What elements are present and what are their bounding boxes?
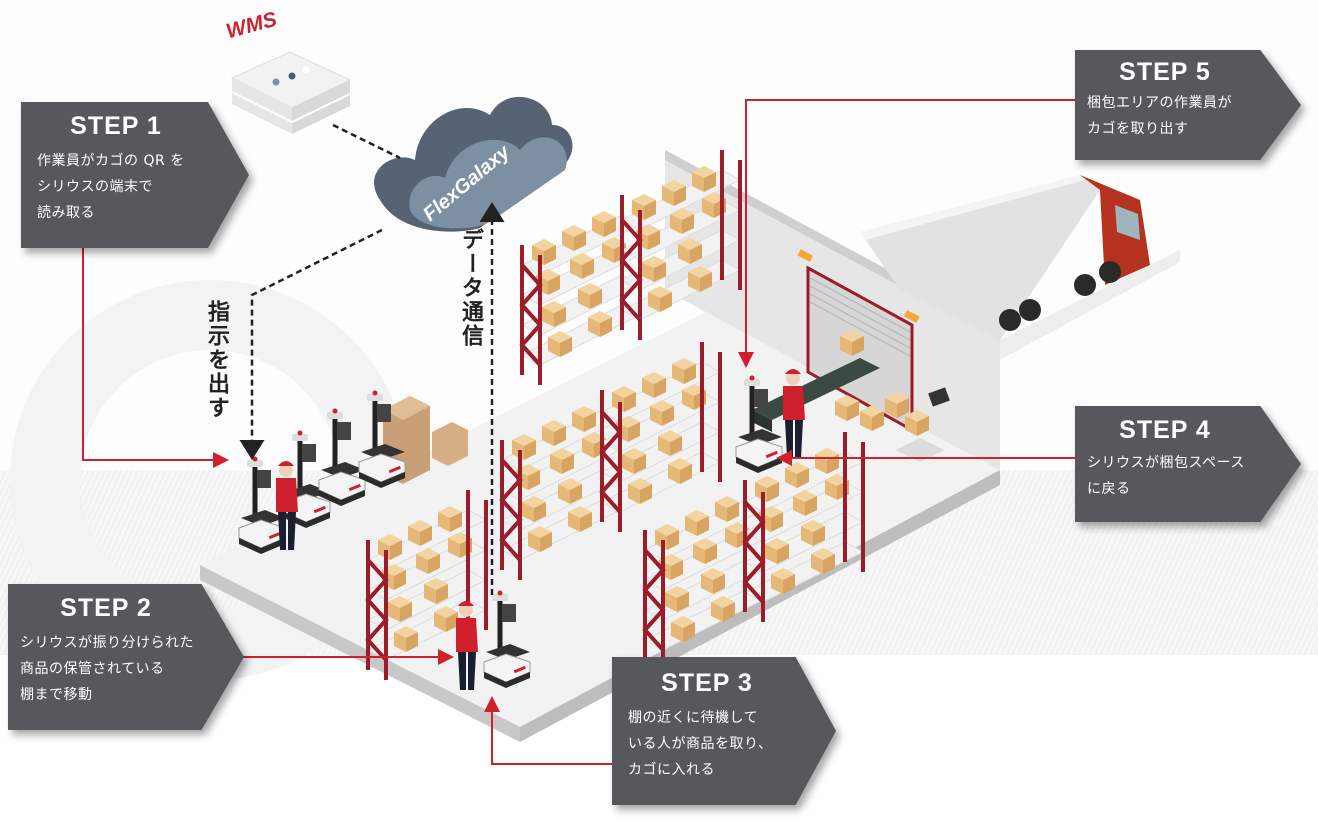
step-title: STEP 5 bbox=[1119, 58, 1211, 86]
wms-server bbox=[230, 51, 352, 134]
data-comm-label: データ通信 bbox=[458, 228, 483, 348]
step3-connector bbox=[484, 696, 612, 765]
callout-background bbox=[8, 584, 244, 730]
instruct-label: 指示を出す bbox=[204, 300, 229, 420]
callout-background bbox=[21, 102, 249, 248]
step-1-callout: STEP 1 作業員がカゴの QR を シリウスの端末で 読み取る bbox=[21, 102, 249, 248]
step-title: STEP 3 bbox=[661, 669, 753, 697]
step-description: 作業員がカゴの QR を シリウスの端末で 読み取る bbox=[37, 153, 185, 221]
step-description: 梱包エリアの作業員が カゴを取り出す bbox=[1087, 95, 1232, 137]
flexgalaxy-cloud: FlexGalaxy bbox=[374, 96, 573, 232]
step-title: STEP 4 bbox=[1119, 416, 1211, 444]
callout-background bbox=[1075, 50, 1301, 160]
instruct-arrow bbox=[239, 228, 383, 460]
step-title: STEP 2 bbox=[60, 594, 152, 622]
truck-trailer bbox=[860, 175, 1100, 340]
step-5-callout: STEP 5 梱包エリアの作業員が カゴを取り出す bbox=[1075, 50, 1301, 160]
step-description: シリウスが梱包スペース に戻る bbox=[1087, 455, 1245, 497]
step-description: 棚の近くに待機して いる人が商品を取り、 カゴに入れる bbox=[628, 710, 773, 778]
step-3-callout: STEP 3 棚の近くに待機して いる人が商品を取り、 カゴに入れる bbox=[612, 657, 836, 805]
step-description: シリウスが振り分けられた 商品の保管されている 棚まで移動 bbox=[20, 635, 194, 703]
callout-background bbox=[612, 657, 836, 805]
truck-cab bbox=[1080, 175, 1150, 285]
step-title: STEP 1 bbox=[70, 112, 162, 140]
step1-connector bbox=[82, 248, 229, 468]
step-2-callout: STEP 2 シリウスが振り分けられた 商品の保管されている 棚まで移動 bbox=[8, 584, 244, 730]
callout-background bbox=[1075, 406, 1301, 522]
wms-cloud-link bbox=[332, 123, 401, 160]
step5-connector bbox=[738, 99, 1075, 368]
step-4-callout: STEP 4 シリウスが梱包スペース に戻る bbox=[1075, 406, 1301, 522]
